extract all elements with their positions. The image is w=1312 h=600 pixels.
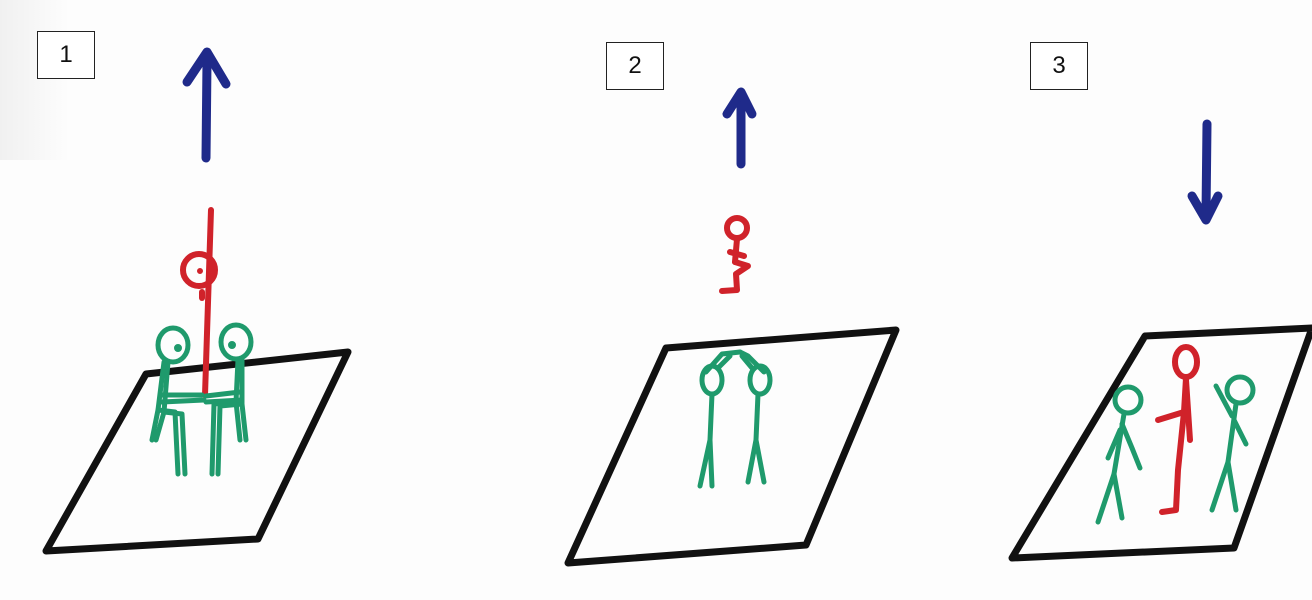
panel-1	[46, 52, 348, 551]
down-arrow-icon	[1192, 124, 1218, 220]
panel-3	[1012, 124, 1312, 558]
spotter-figure-right	[206, 325, 251, 474]
up-arrow-icon	[187, 52, 226, 158]
up-arrow-icon	[727, 92, 752, 164]
mat	[1012, 328, 1312, 558]
mat	[46, 352, 348, 551]
spotter-figure-left	[700, 352, 740, 486]
spotter-figure-right	[740, 352, 770, 482]
flyer-figure	[1158, 347, 1197, 512]
spotter-figure-right	[1212, 377, 1253, 510]
spotter-figure-left	[152, 328, 204, 474]
flyer-figure	[722, 218, 748, 291]
panel-2	[568, 92, 896, 563]
mat	[568, 330, 896, 563]
